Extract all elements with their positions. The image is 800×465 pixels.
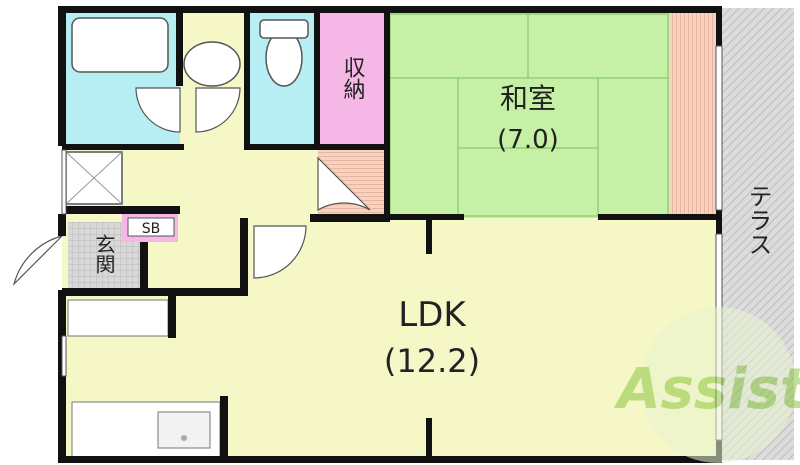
storage-label: 収納: [340, 56, 366, 100]
shoebox-label: SB: [142, 221, 161, 237]
genkan-label: 玄関: [92, 234, 116, 274]
wash-door: [195, 87, 241, 133]
ldk-size: (12.2): [384, 342, 480, 380]
sink: [157, 411, 211, 449]
watermark-text: Assist: [613, 357, 800, 422]
storage-door: [317, 156, 371, 212]
terrace-label: テラス: [744, 184, 772, 256]
washitsu-name: 和室: [500, 82, 556, 115]
washitsu-floor: [388, 12, 670, 218]
toilet-tank: [259, 19, 309, 39]
entrance-door: [12, 234, 65, 287]
washitsu-edge-flooring: [670, 12, 718, 218]
closet-lower: [67, 299, 169, 337]
storage-floor: [318, 12, 386, 148]
washitsu-size: (7.0): [497, 125, 559, 155]
washbasin: [183, 41, 241, 87]
bath-door: [135, 87, 181, 133]
hall-door: [253, 225, 307, 279]
ldk-name: LDK: [398, 295, 467, 335]
bathtub: [71, 17, 169, 73]
assist-logo-icon: Assist: [613, 307, 800, 463]
